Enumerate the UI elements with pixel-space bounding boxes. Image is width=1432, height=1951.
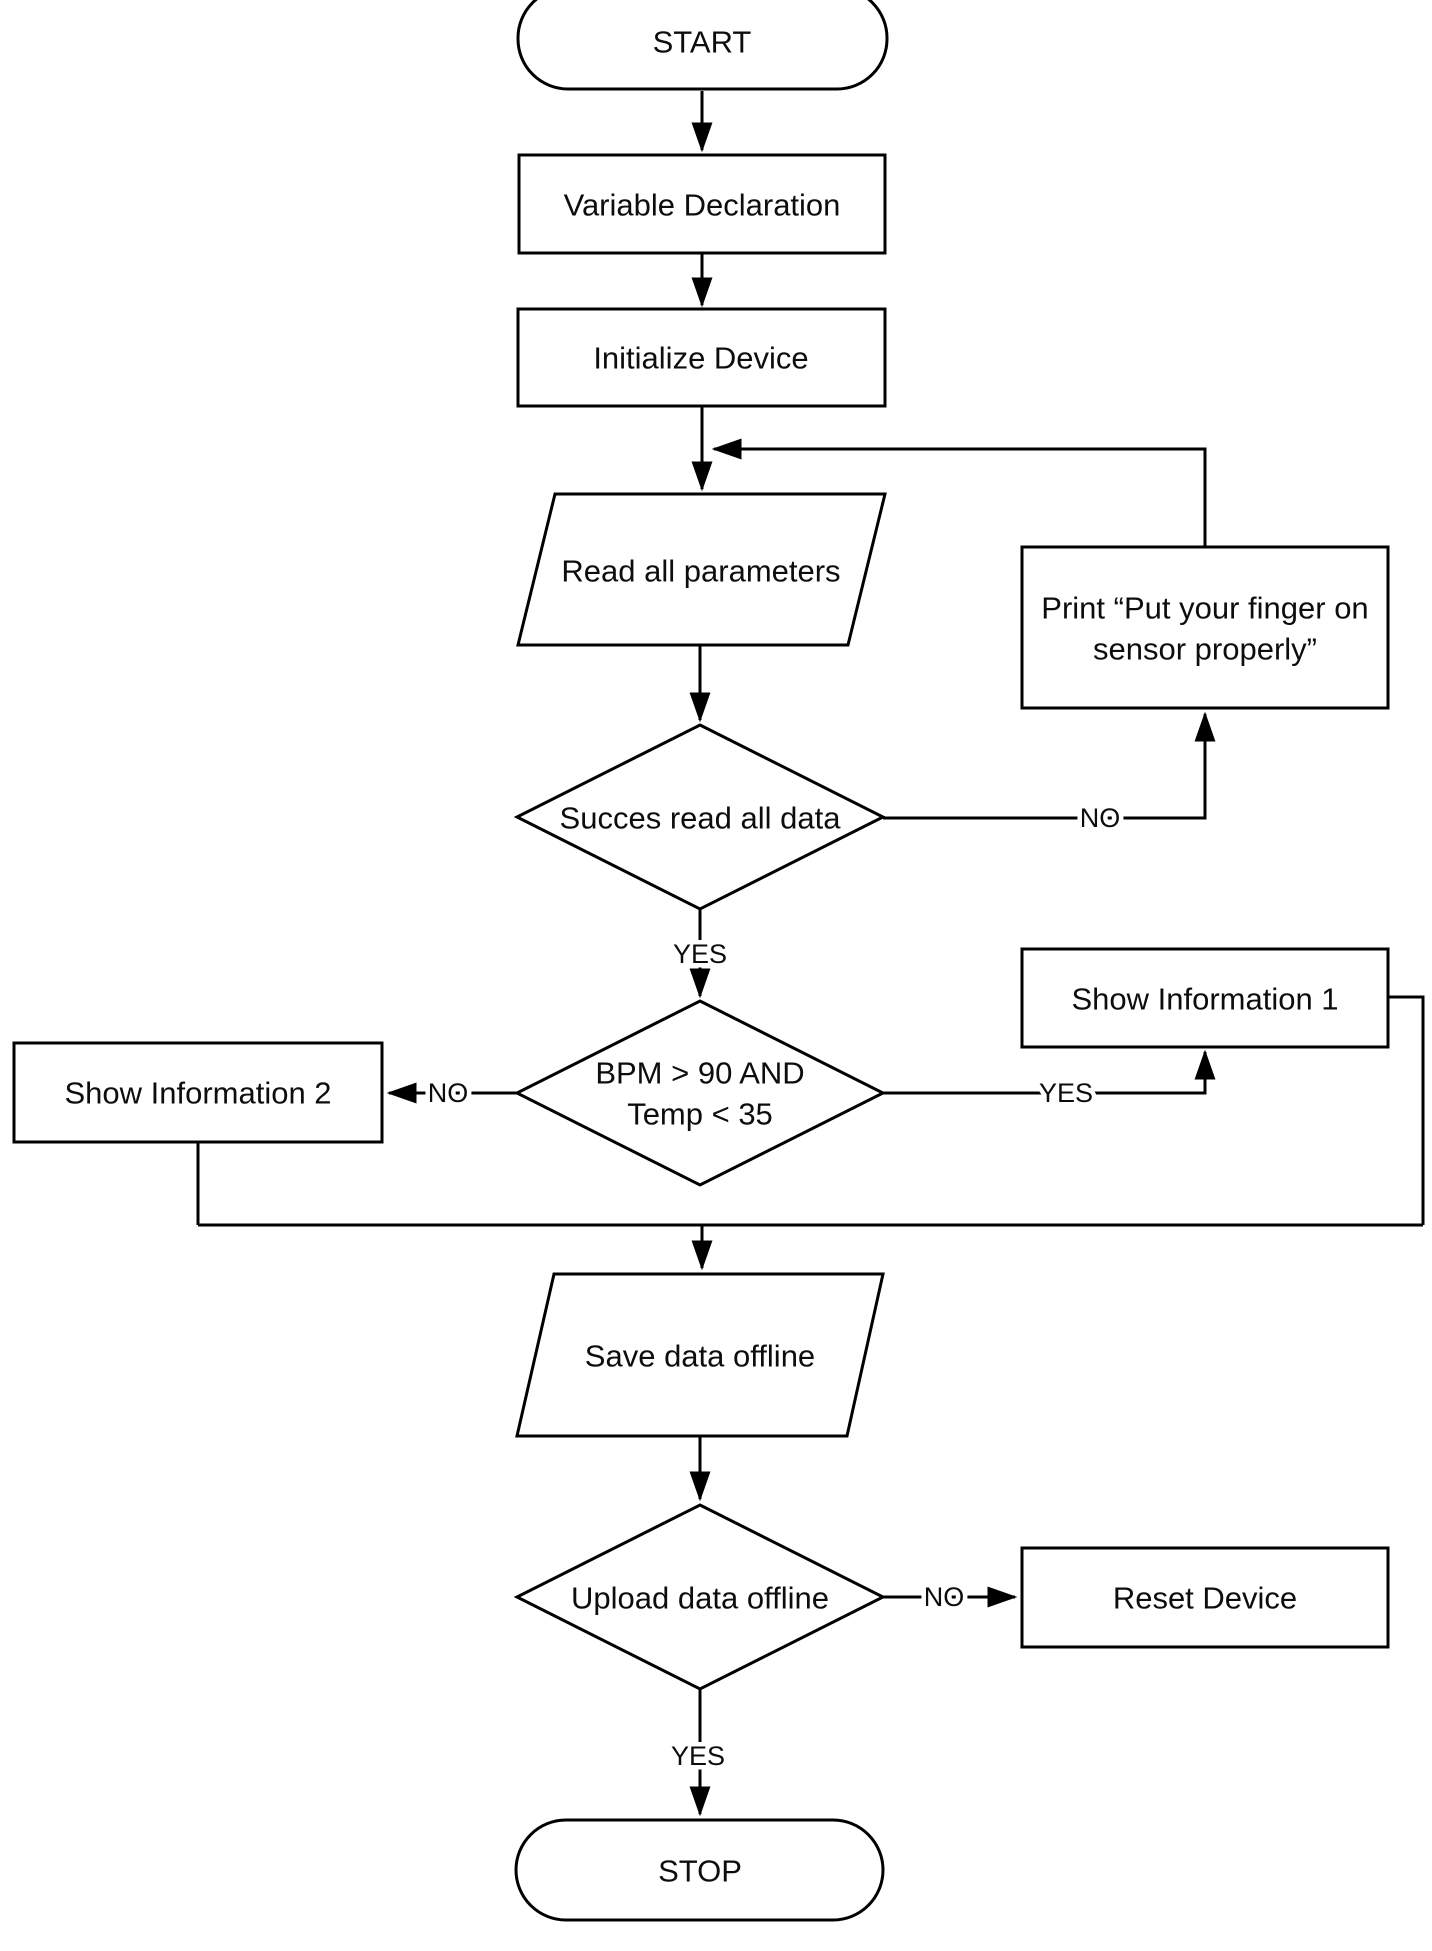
node-success-read-all-data: Succes read all data	[513, 723, 887, 911]
success-decision-label: Succes read all data	[560, 801, 842, 836]
save-data-io-shape	[515, 1272, 885, 1438]
bpm-decision-shape	[513, 999, 887, 1187]
print-error-label-line1: Print “Put your finger on	[1041, 591, 1368, 626]
show-information-2-label: Show Information 2	[64, 1076, 331, 1111]
initialize-device-label: Initialize Device	[593, 341, 808, 376]
node-variable-declaration: Variable Declaration	[517, 153, 887, 255]
node-print-error: Print “Put your finger on sensor properl…	[1020, 545, 1390, 710]
read-parameters-io-shape	[516, 492, 887, 647]
reset-device-process-shape	[1020, 1546, 1390, 1649]
show-information-1-process-shape	[1020, 947, 1390, 1049]
reset-device-label: Reset Device	[1113, 1581, 1297, 1616]
start-label: START	[653, 25, 752, 60]
success-decision-shape	[513, 723, 887, 911]
show-information-1-label: Show Information 1	[1071, 982, 1338, 1017]
save-data-label: Save data offline	[585, 1339, 815, 1374]
upload-decision-shape	[513, 1503, 887, 1691]
node-stop: STOP	[514, 1818, 885, 1922]
bpm-no-label: NO	[428, 1078, 469, 1108]
stop-terminator-shape	[514, 1818, 885, 1922]
upload-decision-label: Upload data offline	[571, 1581, 829, 1616]
node-bpm-temp-check: BPM > 90 AND Temp < 35	[513, 999, 887, 1187]
variable-declaration-label: Variable Declaration	[564, 188, 841, 223]
read-parameters-label: Read all parameters	[561, 554, 840, 589]
node-save-data-offline: Save data offline	[515, 1272, 885, 1438]
edge-bpm-yes-to-show-information-1	[883, 1049, 1216, 1095]
edge-print-feedback-loop	[711, 438, 1207, 547]
bpm-decision-label-line2: Temp < 35	[627, 1097, 773, 1132]
variable-declaration-process-shape	[517, 153, 887, 255]
connectors	[196, 91, 1425, 1817]
bpm-decision-label-line1: BPM > 90 AND	[595, 1056, 804, 1091]
success-yes-label: YES	[673, 939, 727, 969]
print-error-process-shape	[1020, 545, 1390, 710]
edge-success-no-to-print	[883, 711, 1216, 820]
initialize-device-process-shape	[516, 307, 887, 408]
edge-labels: YES NO YES NO YES NO	[423, 799, 1125, 1776]
stop-label: STOP	[658, 1854, 742, 1889]
node-upload-data-offline: Upload data offline	[513, 1503, 887, 1691]
edge-show-information-1-exit	[1388, 995, 1425, 1225]
upload-no-label: NO	[924, 1582, 965, 1612]
node-initialize-device: Initialize Device	[516, 307, 887, 408]
print-error-label-line2: sensor properly”	[1093, 632, 1317, 667]
node-show-information-1: Show Information 1	[1020, 947, 1390, 1049]
upload-yes-label: YES	[671, 1741, 725, 1771]
node-reset-device: Reset Device	[1020, 1546, 1390, 1649]
node-show-information-2: Show Information 2	[12, 1041, 384, 1144]
show-information-2-process-shape	[12, 1041, 384, 1144]
success-no-label: NO	[1080, 803, 1121, 833]
node-read-all-parameters: Read all parameters	[516, 492, 887, 647]
node-start: START	[516, 0, 889, 91]
start-terminator-shape	[516, 0, 889, 91]
bpm-yes-label: YES	[1039, 1078, 1093, 1108]
